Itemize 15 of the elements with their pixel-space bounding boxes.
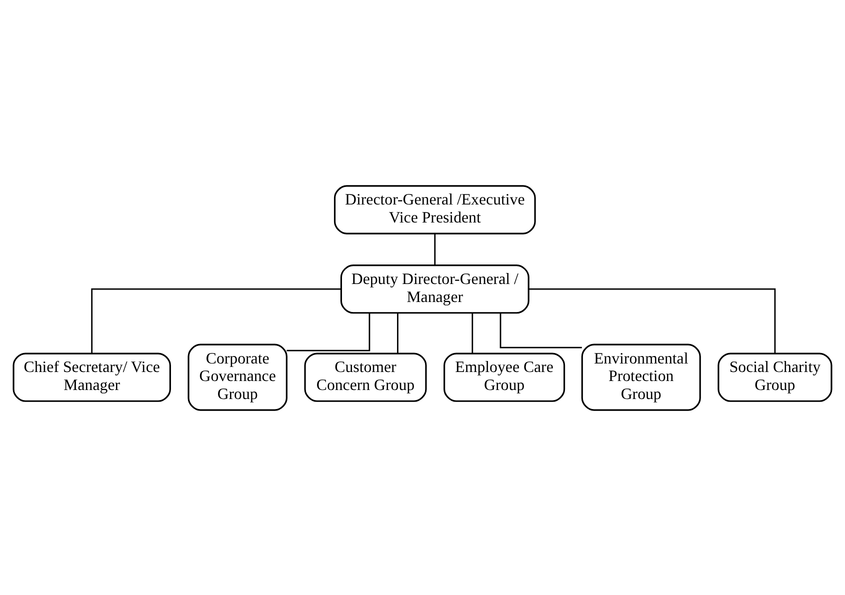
- node-box: Chief Secretary/ Vice Manager: [12, 352, 171, 402]
- connector: [91, 288, 342, 353]
- node-box: Deputy Director-General / Manager: [340, 264, 530, 314]
- node-box: Customer Concern Group: [304, 352, 427, 402]
- node-box: Employee Care Group: [444, 352, 566, 402]
- connector: [528, 288, 776, 353]
- connector: [397, 312, 398, 353]
- connector: [472, 312, 474, 353]
- node-box: Social Charity Group: [718, 352, 832, 402]
- connector: [286, 312, 370, 351]
- node-box: Director-General /Executive Vice President: [334, 184, 536, 234]
- node-box: Corporate Governance Group: [188, 343, 288, 410]
- connector: [500, 312, 582, 348]
- node-box: Environmental Protection Group: [581, 343, 701, 410]
- connector: [434, 233, 436, 265]
